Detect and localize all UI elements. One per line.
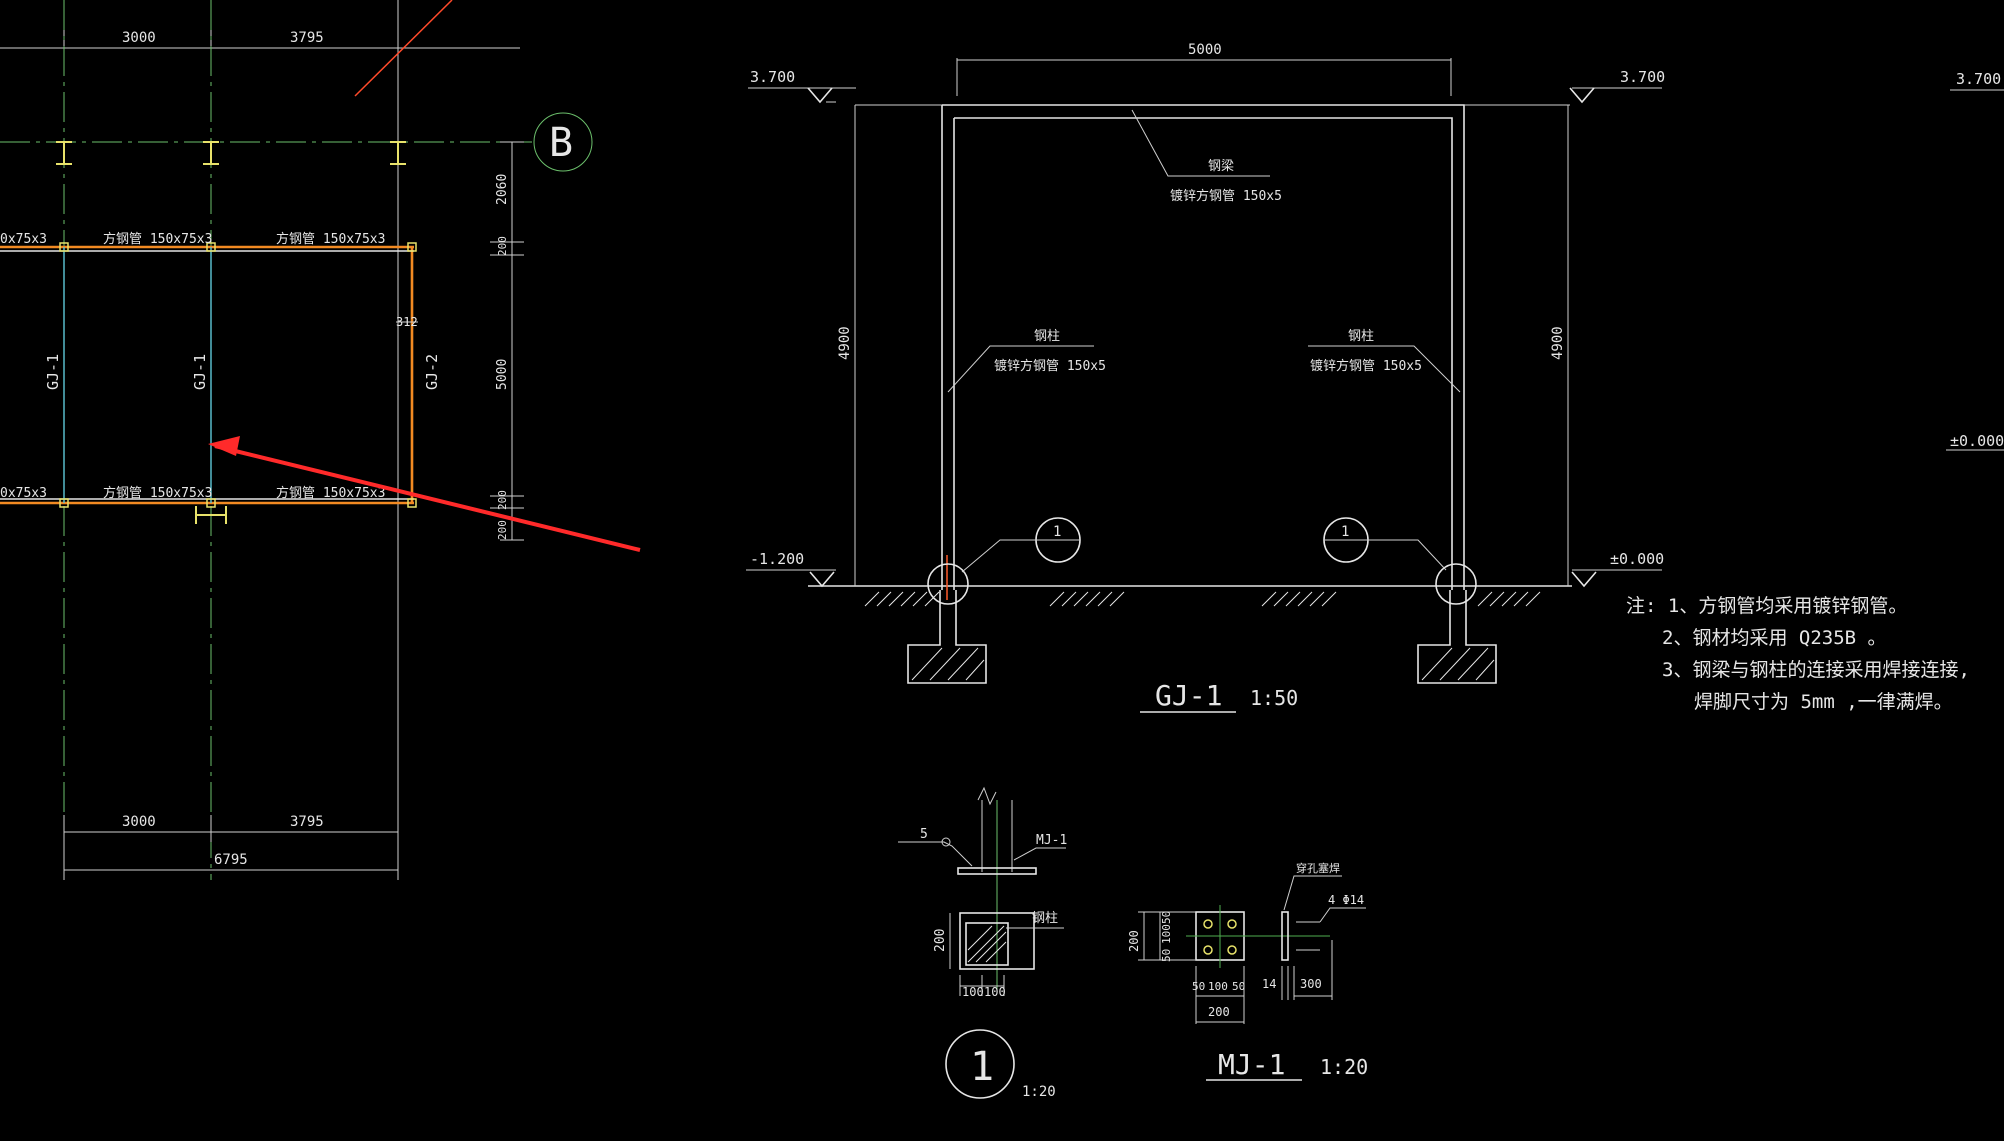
mj1-scale: 1:20 (1320, 1055, 1368, 1079)
red-arrow-icon (208, 436, 641, 552)
mj1-weld-note: 穿孔塞焊 (1296, 861, 1340, 875)
mj1-dim-h-2: 100 (1208, 980, 1228, 993)
mj1-dim-v: 200 (1127, 930, 1141, 952)
mj1-dim-14: 14 (1262, 977, 1276, 991)
plan-col-label-3: GJ-2 (423, 354, 441, 390)
mj1-dim-h-3: 50 (1232, 980, 1245, 993)
plan-dim-312: 312 (396, 315, 418, 329)
plan-beam-label-6: 方钢管 150x75x3 (276, 485, 385, 501)
elev-detail-num-right: 1 (1341, 524, 1349, 540)
elev-detail-num-left: 1 (1053, 524, 1061, 540)
mj1-dim-total: 200 (1208, 1005, 1230, 1019)
plan-view: 3000 3795 B 0x75x3 (0, 0, 593, 880)
detail1-dim-v: 200 (933, 929, 948, 952)
plan-dim-total: 6795 (214, 852, 248, 868)
elev-level-top-left: 3.700 (750, 68, 795, 86)
mj1-detail: 穿孔塞焊 4 Φ14 200 50 100 50 50 100 50 200 1… (1127, 861, 1368, 1081)
elev-beam-label-2: 镀锌方钢管 150x5 (1170, 188, 1282, 204)
plan-right-dim-1: 2060 (495, 174, 510, 205)
elev-height-left: 4900 (837, 326, 853, 360)
mj1-dim-v-3: 50 (1160, 949, 1173, 962)
ground-hatch (864, 591, 1541, 607)
plan-right-dim-2: 200 (496, 236, 509, 256)
elev-col-left-label-2: 镀锌方钢管 150x5 (994, 358, 1106, 374)
plan-beam-label-5: 方钢管 150x75x3 (103, 485, 212, 501)
plan-dim-bottom-2: 3795 (290, 814, 324, 830)
mj1-dim-v-1: 50 (1160, 911, 1173, 924)
plan-right-dim-3: 5000 (495, 359, 510, 390)
far-level-top: 3.700 (1956, 70, 2001, 88)
plan-dim-top-2: 3795 (290, 30, 324, 46)
mj1-dim-300: 300 (1300, 977, 1322, 991)
note-line-1: 注: 1、方钢管均采用镀锌钢管。 (1626, 595, 1907, 617)
elev-title: GJ-1 (1155, 679, 1222, 712)
elev-col-left-label-1: 钢柱 (1034, 329, 1060, 344)
plan-col-label-2: GJ-1 (191, 354, 209, 390)
elev-level-bottom-right: ±0.000 (1610, 550, 1664, 568)
axis-label-b: B (549, 120, 573, 166)
general-notes: 注: 1、方钢管均采用镀锌钢管。 2、钢材均采用 Q235B 。 3、钢梁与钢柱… (1626, 595, 1970, 713)
detail1-col-label: 钢柱 (1032, 911, 1058, 926)
elevation-gj1: 5000 1 1 (746, 42, 2004, 713)
detail-1: 5 MJ-1 钢柱 200 100 100 1 1:20 (898, 786, 1067, 1100)
detail1-dim-h2: 100 (984, 985, 1006, 999)
elev-level-bottom-left: -1.200 (750, 550, 804, 568)
elev-col-right-label-2: 镀锌方钢管 150x5 (1310, 358, 1422, 374)
mj1-bolt-note: 4 Φ14 (1328, 893, 1364, 907)
i-beam-icon (56, 141, 406, 524)
elev-level-top-right: 3.700 (1620, 68, 1665, 86)
mj1-dim-v-2: 100 (1160, 924, 1173, 944)
note-line-2: 2、钢材均采用 Q235B 。 (1662, 627, 1887, 649)
elev-span-dim: 5000 (1188, 42, 1222, 58)
elev-col-right-label-1: 钢柱 (1348, 329, 1374, 344)
detail1-mj-label: MJ-1 (1036, 833, 1067, 848)
detail1-dim-h1: 100 (962, 985, 984, 999)
note-line-4: 焊脚尺寸为 5mm ,一律满焊。 (1694, 691, 1953, 713)
detail1-scale: 1:20 (1022, 1084, 1056, 1100)
plan-col-label-1: GJ-1 (44, 354, 62, 390)
plan-dim-bottom-1: 3000 (122, 814, 156, 830)
elev-beam-label-1: 钢梁 (1208, 159, 1234, 174)
plan-right-dim-4: 200 (496, 490, 509, 510)
mj1-dim-h-1: 50 (1192, 980, 1205, 993)
note-line-3: 3、钢梁与钢柱的连接采用焊接连接, (1662, 659, 1970, 681)
plan-beam-label-1: 0x75x3 (0, 232, 47, 247)
detail1-title: 1 (970, 1044, 994, 1090)
plan-beam-label-4: 0x75x3 (0, 486, 47, 501)
plan-right-dim-5: 200 (496, 520, 509, 540)
detail1-weld: 5 (920, 827, 928, 842)
mj1-title: MJ-1 (1218, 1048, 1285, 1081)
elev-scale: 1:50 (1250, 686, 1298, 710)
plan-beam-label-3: 方钢管 150x75x3 (276, 231, 385, 247)
elev-height-right: 4900 (1550, 326, 1566, 360)
far-level-mid: ±0.000 (1950, 432, 2004, 450)
plan-dim-top-1: 3000 (122, 30, 156, 46)
plan-beam-label-2: 方钢管 150x75x3 (103, 231, 212, 247)
